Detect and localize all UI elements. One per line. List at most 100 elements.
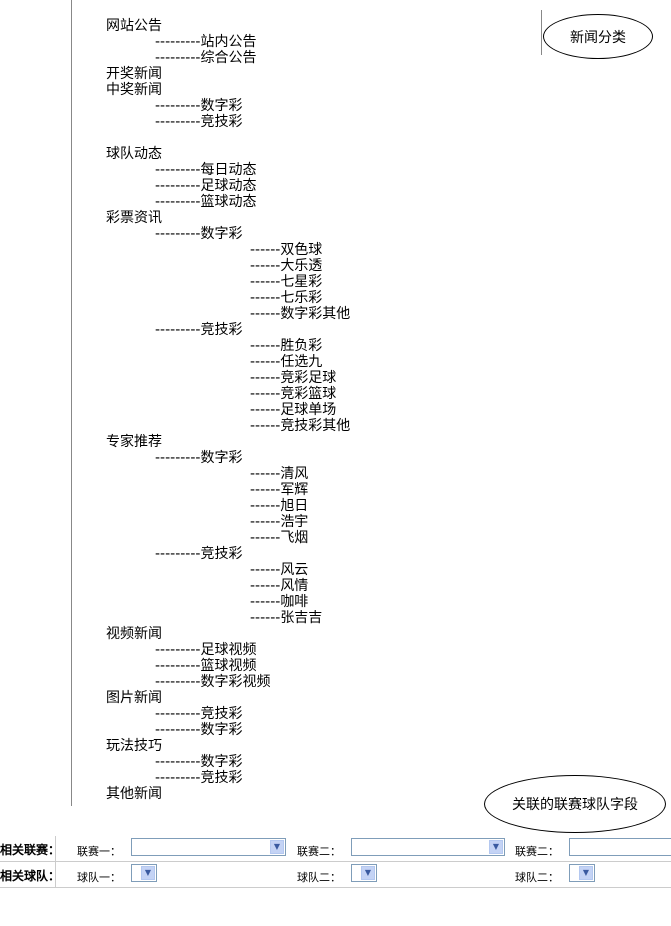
category-label: 七乐彩 — [280, 290, 323, 306]
news-category-tree: 网站公告---------站内公告---------综合公告开奖新闻中奖新闻--… — [106, 18, 350, 802]
tree-connector: ------ — [250, 562, 281, 578]
subcategory-item: ------七星彩 — [106, 274, 350, 290]
tree-connector: ------ — [250, 338, 281, 354]
team3-select[interactable]: ▼ — [569, 864, 595, 882]
team1-select[interactable]: ▼ — [131, 864, 157, 882]
team2-select[interactable]: ▼ — [351, 864, 377, 882]
category-label: 玩法技巧 — [106, 738, 162, 754]
subcategory-item: ------咖啡 — [106, 594, 350, 610]
category-label: 篮球视频 — [200, 658, 257, 674]
subcategory-item: ------军辉 — [106, 482, 350, 498]
subcategory-item: ------任选九 — [106, 354, 350, 370]
tree-connector: ------ — [250, 290, 281, 306]
category-label: 彩票资讯 — [106, 210, 162, 226]
annotation-border-line — [541, 10, 542, 55]
tree-connector: ------ — [250, 370, 281, 386]
league3-select[interactable] — [569, 838, 671, 856]
related-form: 相关联赛： 联赛一： ▼ 联赛二： ▼ 联赛二： 相关球队： 球队一： ▼ 球队… — [0, 836, 671, 888]
category-label: 任选九 — [280, 354, 323, 370]
subcategory-item: ---------篮球视频 — [106, 658, 350, 674]
tree-connector: ------ — [250, 402, 281, 418]
category-label: 双色球 — [280, 242, 323, 258]
category-label: 站内公告 — [200, 34, 257, 50]
subcategory-item: ------旭日 — [106, 498, 350, 514]
team1-label: 球队一： — [77, 871, 121, 884]
category-label: 张吉吉 — [280, 610, 323, 626]
category-label: 开奖新闻 — [106, 66, 162, 82]
tree-connector: --------- — [155, 194, 201, 210]
team3-label: 球队二： — [515, 871, 559, 884]
subcategory-item: ---------站内公告 — [106, 34, 350, 50]
subcategory-item: ---------竞技彩 — [106, 706, 350, 722]
tree-border-line — [71, 0, 72, 806]
tree-connector: --------- — [155, 754, 201, 770]
tree-connector: --------- — [155, 114, 201, 130]
subcategory-item: ------足球单场 — [106, 402, 350, 418]
chevron-down-icon: ▼ — [270, 840, 284, 854]
category-item: 图片新闻 — [106, 690, 350, 706]
tree-connector: ------ — [250, 594, 281, 610]
category-label: 风云 — [280, 562, 309, 578]
category-label: 数字彩 — [200, 722, 243, 738]
tree-connector: ------ — [250, 610, 281, 626]
tree-connector: ------ — [250, 354, 281, 370]
category-label: 数字彩视频 — [200, 674, 271, 690]
subcategory-item: ------竞彩足球 — [106, 370, 350, 386]
league1-select[interactable]: ▼ — [131, 838, 286, 856]
subcategory-item: ---------数字彩 — [106, 98, 350, 114]
category-label: 七星彩 — [280, 274, 323, 290]
category-item: 视频新闻 — [106, 626, 350, 642]
tree-connector: --------- — [155, 658, 201, 674]
category-label: 竞技彩 — [200, 770, 243, 786]
tree-connector: --------- — [155, 642, 201, 658]
related-team-label: 相关球队： — [0, 869, 61, 883]
category-label: 数字彩 — [200, 98, 243, 114]
chevron-down-icon: ▼ — [489, 840, 503, 854]
league2-select[interactable]: ▼ — [351, 838, 505, 856]
category-item: 中奖新闻 — [106, 82, 350, 98]
subcategory-item: ---------竞技彩 — [106, 770, 350, 786]
category-label: 球队动态 — [106, 146, 162, 162]
category-label: 竞技彩其他 — [280, 418, 351, 434]
subcategory-item: ---------每日动态 — [106, 162, 350, 178]
subcategory-item: ------风情 — [106, 578, 350, 594]
category-item: 网站公告 — [106, 18, 350, 34]
tree-connector: ------ — [250, 258, 281, 274]
chevron-down-icon: ▼ — [141, 866, 155, 880]
category-label: 其他新闻 — [106, 786, 162, 802]
tree-connector: ------ — [250, 386, 281, 402]
category-label: 篮球动态 — [200, 194, 257, 210]
divider — [55, 836, 56, 861]
tree-connector: ------ — [250, 274, 281, 290]
category-label: 军辉 — [280, 482, 309, 498]
category-label: 足球动态 — [200, 178, 257, 194]
divider — [55, 862, 56, 887]
tree-connector: --------- — [155, 322, 201, 338]
subcategory-item: ------双色球 — [106, 242, 350, 258]
subcategory-item: ---------综合公告 — [106, 50, 350, 66]
category-item: 彩票资讯 — [106, 210, 350, 226]
tree-connector: --------- — [155, 706, 201, 722]
category-item: 球队动态 — [106, 146, 350, 162]
league1-label: 联赛一： — [77, 845, 121, 858]
category-label: 综合公告 — [200, 50, 257, 66]
tree-connector: --------- — [155, 546, 201, 562]
tree-connector: --------- — [155, 770, 201, 786]
subcategory-item: ---------竞技彩 — [106, 114, 350, 130]
category-label: 清风 — [280, 466, 309, 482]
category-label: 风情 — [280, 578, 309, 594]
tree-connector: --------- — [155, 178, 201, 194]
category-label: 中奖新闻 — [106, 82, 162, 98]
subcategory-item: ------大乐透 — [106, 258, 350, 274]
subcategory-item: ---------竞技彩 — [106, 322, 350, 338]
category-item: 其他新闻 — [106, 786, 350, 802]
chevron-down-icon: ▼ — [579, 866, 593, 880]
subcategory-item: ---------数字彩 — [106, 722, 350, 738]
tree-connector: --------- — [155, 226, 201, 242]
subcategory-item: ------数字彩其他 — [106, 306, 350, 322]
league2-label: 联赛二： — [297, 845, 341, 858]
category-item: 玩法技巧 — [106, 738, 350, 754]
tree-connector: --------- — [155, 50, 201, 66]
category-label: 竞彩足球 — [280, 370, 337, 386]
category-label: 专家推荐 — [106, 434, 162, 450]
